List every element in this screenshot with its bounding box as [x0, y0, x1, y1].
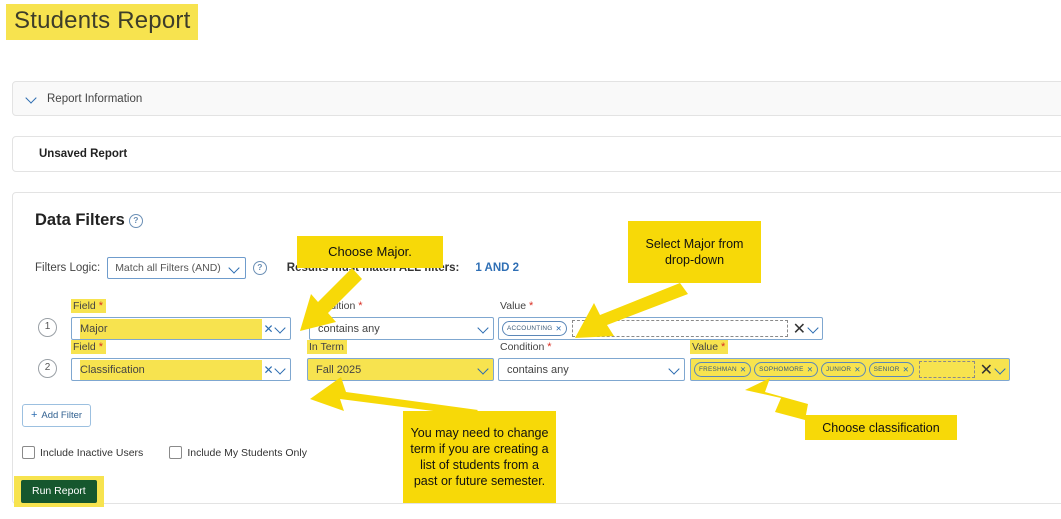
- chevron-down-icon[interactable]: [27, 93, 38, 104]
- filters-logic-row: Filters Logic: Match all Filters (AND) ?…: [35, 257, 519, 279]
- page-title: Students Report: [6, 4, 199, 40]
- filters-logic-help-icon[interactable]: ?: [252, 261, 267, 275]
- filter-2-field-group: Field * Classification ✕: [71, 337, 291, 381]
- run-report-button[interactable]: Run Report: [21, 480, 97, 503]
- run-report-highlight: Run Report: [14, 476, 104, 507]
- remove-chip-icon[interactable]: ✕: [555, 324, 562, 333]
- filter-2-field-select[interactable]: Classification ✕: [71, 358, 291, 381]
- filter-2-value-input[interactable]: [918, 361, 975, 378]
- filter-1-field-select[interactable]: Major ✕: [71, 317, 291, 340]
- value-chip[interactable]: SENIOR ✕: [868, 362, 914, 377]
- include-my-students-only-checkbox[interactable]: [169, 446, 183, 459]
- callout-choose-major: Choose Major.: [297, 236, 443, 268]
- value-chip-label: SOPHOMORE: [759, 366, 804, 373]
- filter-1-field-group: Field * Major ✕: [71, 296, 291, 340]
- remove-chip-icon[interactable]: ✕: [854, 365, 861, 374]
- filter-row: 2 Field * Classification ✕ In Term Fall …: [0, 337, 1061, 383]
- filter-2-field-label: Field *: [71, 340, 106, 354]
- chevron-down-icon[interactable]: [275, 364, 286, 375]
- filter-2-value-multiselect[interactable]: FRESHMAN ✕ SOPHOMORE ✕ JUNIOR ✕ SENIOR ✕: [690, 358, 1010, 381]
- include-inactive-users-checkbox[interactable]: [22, 446, 35, 459]
- clear-icon[interactable]: ✕: [263, 321, 274, 336]
- filter-2-term-group: In Term Fall 2025: [307, 337, 494, 381]
- remove-chip-icon[interactable]: ✕: [739, 365, 747, 374]
- callout-change-term: You may need to change term if you are c…: [403, 411, 556, 503]
- filter-2-term-select[interactable]: Fall 2025: [307, 358, 494, 381]
- chevron-down-icon[interactable]: [995, 364, 1006, 375]
- report-information-panel[interactable]: Report Information: [12, 81, 1061, 116]
- chevron-down-icon[interactable]: [669, 364, 680, 375]
- filter-1-value-group: Value * ACCOUNTING ✕ ✕: [498, 296, 823, 340]
- results-filter-ids: 1 AND 2: [475, 262, 520, 274]
- filter-options-row: Include Inactive Users Include My Studen…: [22, 446, 307, 459]
- filter-1-value-label: Value *: [500, 300, 534, 312]
- include-inactive-users-label: Include Inactive Users: [40, 446, 144, 459]
- filter-1-condition-value: contains any: [318, 322, 380, 335]
- value-chip[interactable]: FRESHMAN ✕: [694, 362, 752, 377]
- filter-row: 1 Field * Major ✕ Condition * contains a…: [0, 296, 1061, 342]
- help-icon[interactable]: ?: [128, 213, 143, 228]
- filter-1-field-label: Field *: [71, 299, 106, 313]
- add-filter-button[interactable]: + Add Filter: [22, 404, 91, 427]
- filter-1-field-value: Major: [80, 318, 262, 339]
- chevron-down-icon[interactable]: [275, 323, 286, 334]
- callout-choose-classification: Choose classification: [805, 415, 957, 440]
- filter-2-condition-group: Condition * contains any: [498, 337, 685, 381]
- value-chip-label: SENIOR: [873, 366, 900, 373]
- chevron-down-icon[interactable]: [229, 263, 240, 274]
- filter-row-number: 1: [38, 318, 57, 337]
- filters-logic-select[interactable]: Match all Filters (AND): [107, 257, 246, 279]
- chevron-down-icon[interactable]: [478, 323, 489, 334]
- value-chip[interactable]: SOPHOMORE ✕: [754, 362, 818, 377]
- data-filters-header: Data Filters ?: [35, 211, 143, 230]
- include-inactive-users-option[interactable]: Include Inactive Users: [22, 446, 143, 459]
- chevron-down-icon[interactable]: [808, 323, 819, 334]
- remove-chip-icon[interactable]: ✕: [902, 365, 909, 374]
- filter-2-condition-label: Condition *: [500, 341, 552, 353]
- report-information-row[interactable]: Report Information: [13, 82, 1061, 115]
- filter-1-value-tools: ✕: [793, 319, 819, 339]
- report-information-label: Report Information: [47, 92, 143, 105]
- filter-1-condition-group: Condition * contains any: [309, 296, 494, 340]
- chevron-down-icon[interactable]: [478, 364, 489, 375]
- value-chip-label: JUNIOR: [825, 366, 852, 373]
- value-chip-label: FRESHMAN: [699, 366, 737, 373]
- clear-icon[interactable]: ✕: [979, 361, 993, 379]
- clear-icon[interactable]: ✕: [792, 320, 806, 338]
- filter-2-condition-value: contains any: [507, 363, 569, 376]
- filter-2-value-group: Value * FRESHMAN ✕ SOPHOMORE ✕ JUNIOR ✕ …: [690, 337, 1010, 381]
- unsaved-report-row: Unsaved Report: [13, 137, 1061, 171]
- filter-2-value-label: Value *: [690, 340, 729, 354]
- filters-logic-value: Match all Filters (AND): [115, 262, 221, 274]
- filter-row-number: 2: [38, 359, 57, 378]
- unsaved-report-panel: Unsaved Report: [12, 136, 1061, 172]
- filter-2-value-tools: ✕: [980, 360, 1006, 380]
- add-filter-label: Add Filter: [41, 410, 83, 421]
- filter-2-term-value: Fall 2025: [316, 363, 362, 376]
- remove-chip-icon[interactable]: ✕: [806, 365, 813, 374]
- filter-1-value-input[interactable]: [571, 320, 788, 337]
- include-my-students-only-label: Include My Students Only: [187, 446, 307, 459]
- value-chip[interactable]: ACCOUNTING ✕: [502, 321, 567, 336]
- include-my-students-only-option[interactable]: Include My Students Only: [169, 446, 307, 459]
- callout-select-major: Select Major from drop-down: [628, 221, 761, 283]
- clear-icon[interactable]: ✕: [263, 362, 274, 377]
- filter-2-field-value: Classification: [80, 359, 262, 380]
- filter-2-condition-select[interactable]: contains any: [498, 358, 685, 381]
- value-chip-label: ACCOUNTING: [507, 325, 553, 332]
- filter-2-term-label: In Term: [307, 340, 347, 354]
- unsaved-report-label: Unsaved Report: [39, 148, 128, 160]
- plus-icon: +: [30, 409, 38, 421]
- filter-1-condition-label: Condition *: [311, 300, 363, 312]
- value-chip[interactable]: JUNIOR ✕: [820, 362, 866, 377]
- data-filters-title: Data Filters: [35, 211, 125, 229]
- filters-logic-label: Filters Logic:: [35, 262, 101, 274]
